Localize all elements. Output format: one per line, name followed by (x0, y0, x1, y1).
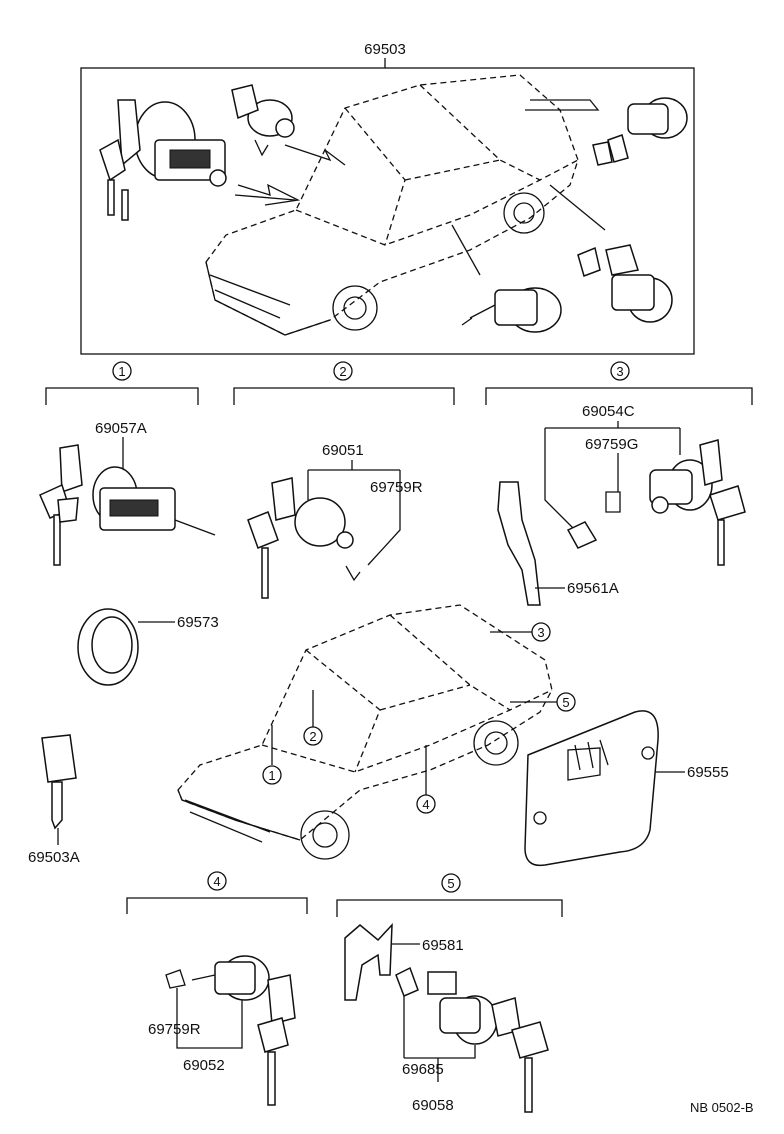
group-number-5: 5 (447, 876, 454, 891)
part-label-69058: 69058 (412, 1097, 454, 1114)
car-overview-top (205, 74, 579, 336)
group-bracket-1: 1 (45, 361, 199, 405)
document-code: NB 0502-B (690, 1100, 754, 1115)
car-location-view: 1 2 3 4 5 (177, 604, 576, 860)
group-number-3: 3 (616, 364, 623, 379)
part-label-69759R-g4: 69759R (148, 1021, 201, 1038)
assembly-number-label: 69503 (364, 41, 406, 58)
rear-door-lock-cylinder: 69581 69685 69058 (344, 923, 549, 1114)
group-bracket-5: 5 (336, 873, 563, 917)
key-label-plate: 69555 (524, 710, 729, 867)
group-number-1: 1 (118, 364, 125, 379)
part-label-69759G: 69759G (585, 436, 638, 453)
ignition-lock-overview (99, 99, 301, 221)
part-label-69054C: 69054C (582, 403, 635, 420)
door-cylinder-overview (451, 224, 562, 333)
callout-1: 1 (268, 768, 275, 783)
group-bracket-2: 2 (233, 361, 455, 405)
part-label-69685: 69685 (402, 1061, 444, 1078)
door-lock-cylinder-right: 69759R 69052 (148, 955, 296, 1106)
callout-5: 5 (562, 695, 569, 710)
door-lock-rear-overview (549, 184, 673, 323)
group-bracket-3: 3 (485, 361, 753, 405)
callout-4: 4 (422, 797, 429, 812)
part-label-69052: 69052 (183, 1057, 225, 1074)
blank-key: 69503A (28, 734, 80, 866)
door-lock-cylinder-left: 69051 69759R (247, 442, 423, 599)
assembly-frame (80, 67, 695, 355)
part-label-69051: 69051 (322, 442, 364, 459)
trunk-lock-overview (525, 97, 688, 166)
part-label-69503A: 69503A (28, 849, 80, 866)
part-label-69573: 69573 (177, 614, 219, 631)
callout-3: 3 (537, 625, 544, 640)
group-bracket-4: 4 (126, 871, 308, 914)
assembly-overview: 69503 (80, 41, 695, 355)
group-number-2: 2 (339, 364, 346, 379)
ignition-ring: 69573 (77, 608, 219, 686)
group-number-4: 4 (213, 874, 220, 889)
callout-2: 2 (309, 729, 316, 744)
ignition-lock-cylinder: 69057A (39, 420, 216, 566)
part-label-69759R-g2: 69759R (370, 479, 423, 496)
part-label-69555: 69555 (687, 764, 729, 781)
part-label-69581: 69581 (422, 937, 464, 954)
part-label-69057A: 69057A (95, 420, 147, 437)
trunk-lock-cylinder: 69054C 69759G 69561A (497, 403, 746, 606)
door-lock-overview (231, 84, 346, 166)
part-label-69561A: 69561A (567, 580, 619, 597)
